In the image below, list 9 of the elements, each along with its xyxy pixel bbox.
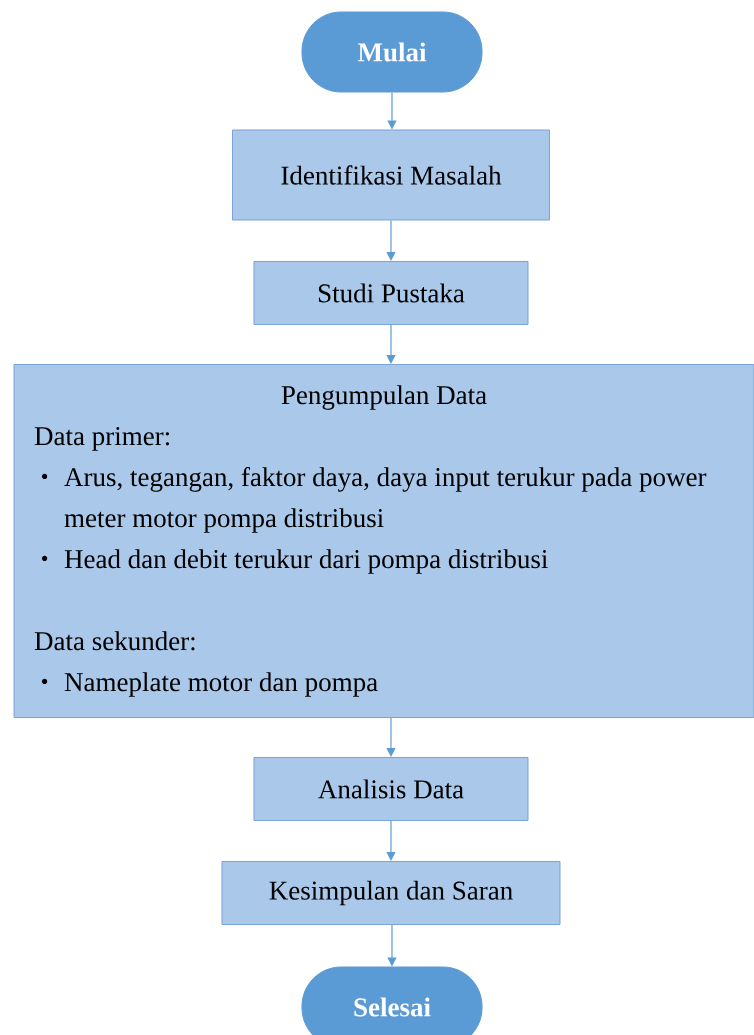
process-box: Pengumpulan Data Data primer: Arus, tegangan, faktor daya, daya input terukur pada power meter motor pompa distribusi Head dan debit terukur dari pompa distribusi Data sekunder: Nameplate motor dan pompa xyxy=(13,364,754,718)
process-box: Identifikasi Masalah xyxy=(232,129,550,221)
arrow xyxy=(386,324,396,364)
arrow xyxy=(386,820,396,861)
process-box: Analisis Data xyxy=(253,757,529,821)
arrow xyxy=(386,717,396,757)
process-box: Kesimpulan dan Saran xyxy=(221,861,561,925)
process-box: Studi Pustaka xyxy=(253,261,529,325)
arrow xyxy=(386,219,396,261)
